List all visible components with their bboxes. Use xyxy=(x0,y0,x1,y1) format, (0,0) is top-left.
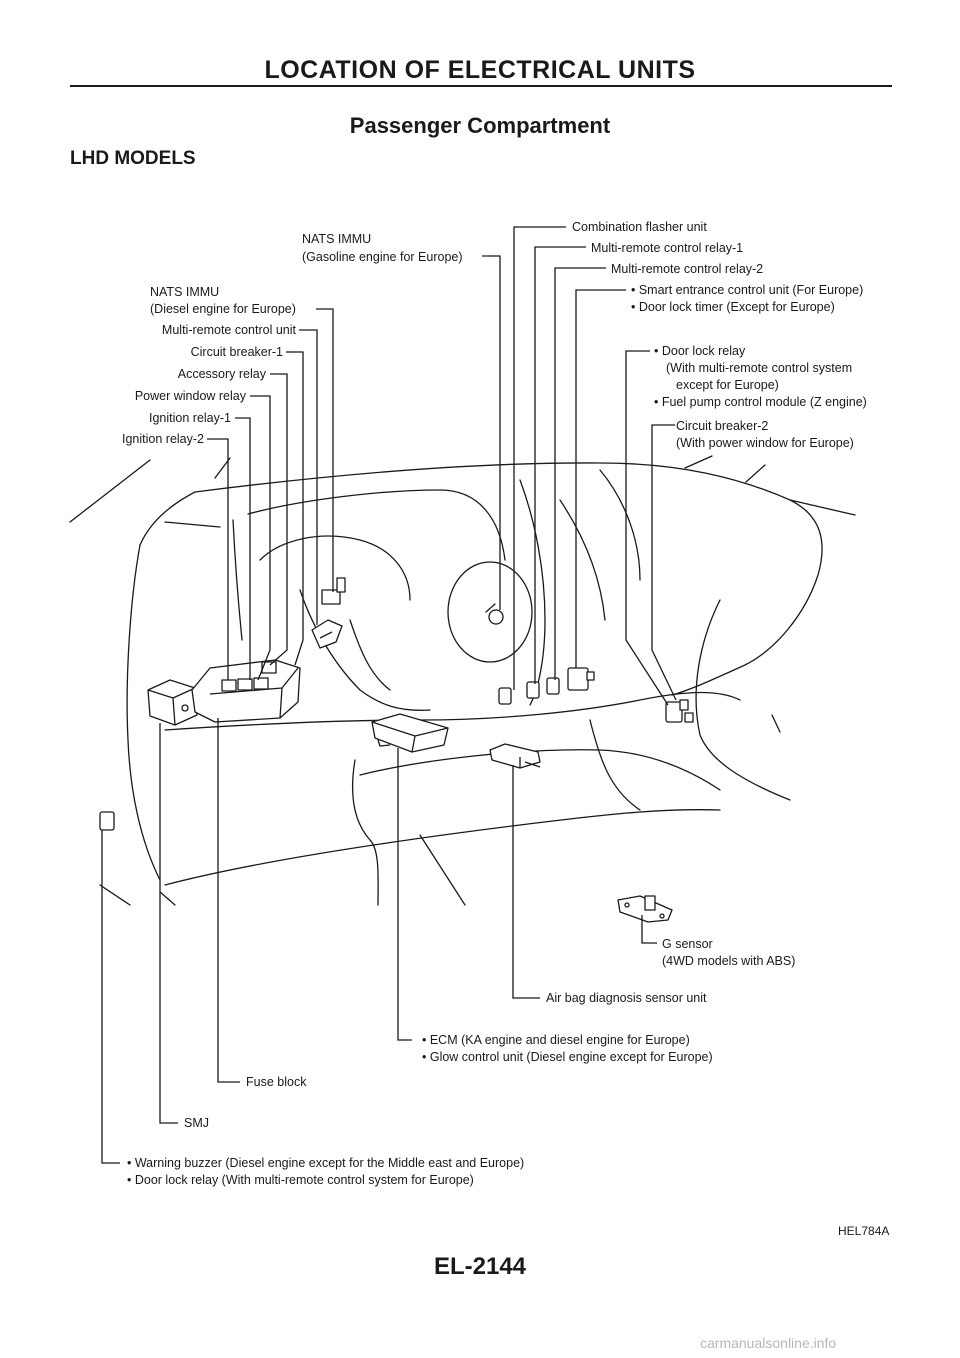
label-multi-remote-unit: Multi-remote control unit xyxy=(162,323,297,337)
relay-4 xyxy=(261,661,277,674)
label-fuel-pump: • Fuel pump control module (Z engine) xyxy=(654,395,867,409)
label-circuit-breaker-2-line1: Circuit breaker-2 xyxy=(676,419,768,433)
multi-remote-relay-1-shape xyxy=(526,681,540,699)
label-door-lock-relay-line2: (With multi-remote control system xyxy=(666,361,852,375)
component-shapes xyxy=(99,577,694,923)
label-nats-gas-line2: (Gasoline engine for Europe) xyxy=(302,250,463,264)
section-title: Passenger Compartment xyxy=(349,113,611,138)
relay-1 xyxy=(221,679,237,692)
header-divider xyxy=(70,85,892,87)
label-ecm: • ECM (KA engine and diesel engine for E… xyxy=(422,1033,690,1047)
door-lock-relay-shape xyxy=(665,701,683,723)
airbag-unit-shape xyxy=(489,743,541,769)
page-header-title: LOCATION OF ELECTRICAL UNITS xyxy=(264,56,696,84)
label-power-window-relay: Power window relay xyxy=(135,389,247,403)
label-multi-remote-relay-2: Multi-remote control relay-2 xyxy=(611,262,763,276)
label-nats-diesel-line2: (Diesel engine for Europe) xyxy=(150,302,296,316)
label-door-lock-timer: • Door lock timer (Except for Europe) xyxy=(631,300,835,314)
callout-labels: NATS IMMU (Gasoline engine for Europe) N… xyxy=(122,220,867,1187)
label-ignition-relay-1: Ignition relay-1 xyxy=(149,411,231,425)
label-door-lock-relay-line3: except for Europe) xyxy=(676,378,779,392)
dashboard-outline xyxy=(69,455,856,906)
label-accessory-relay: Accessory relay xyxy=(178,367,267,381)
warning-buzzer-shape xyxy=(99,811,115,831)
relay-2 xyxy=(237,678,253,691)
label-smart-entrance: • Smart entrance control unit (For Europ… xyxy=(631,283,863,297)
relay-3 xyxy=(253,677,269,690)
label-door-lock-relay-europe: • Door lock relay (With multi-remote con… xyxy=(127,1173,474,1187)
leader-lines xyxy=(101,226,677,1164)
page-number: EL-2144 xyxy=(433,1253,527,1280)
label-smj: SMJ xyxy=(184,1116,209,1130)
label-nats-gas-line1: NATS IMMU xyxy=(302,232,371,246)
label-combination-flasher: Combination flasher unit xyxy=(572,220,707,234)
section-subtitle: LHD MODELS xyxy=(70,148,196,169)
smart-entrance-shape xyxy=(567,667,589,691)
label-glow-control: • Glow control unit (Diesel engine excep… xyxy=(422,1050,713,1064)
label-warning-buzzer: • Warning buzzer (Diesel engine except f… xyxy=(127,1156,524,1170)
figure-id: HEL784A xyxy=(838,1224,890,1238)
label-ignition-relay-2: Ignition relay-2 xyxy=(122,432,204,446)
label-g-sensor-line1: G sensor xyxy=(662,937,713,951)
label-fuse-block: Fuse block xyxy=(246,1075,307,1089)
label-circuit-breaker-2-line2: (With power window for Europe) xyxy=(676,436,854,450)
label-door-lock-relay-line1: • Door lock relay xyxy=(654,344,746,358)
watermark: carmanualsonline.info xyxy=(700,1335,837,1351)
multi-remote-relay-2-shape xyxy=(546,677,560,695)
smj-connector xyxy=(147,679,198,726)
label-circuit-breaker-1: Circuit breaker-1 xyxy=(191,345,283,359)
label-airbag-unit: Air bag diagnosis sensor unit xyxy=(546,991,707,1005)
ecm-shape xyxy=(371,713,449,753)
label-nats-diesel-line1: NATS IMMU xyxy=(150,285,219,299)
combination-flasher-shape xyxy=(498,687,512,705)
label-g-sensor-line2: (4WD models with ABS) xyxy=(662,954,795,968)
nats-diesel-shape xyxy=(321,589,341,605)
label-multi-remote-relay-1: Multi-remote control relay-1 xyxy=(591,241,743,255)
